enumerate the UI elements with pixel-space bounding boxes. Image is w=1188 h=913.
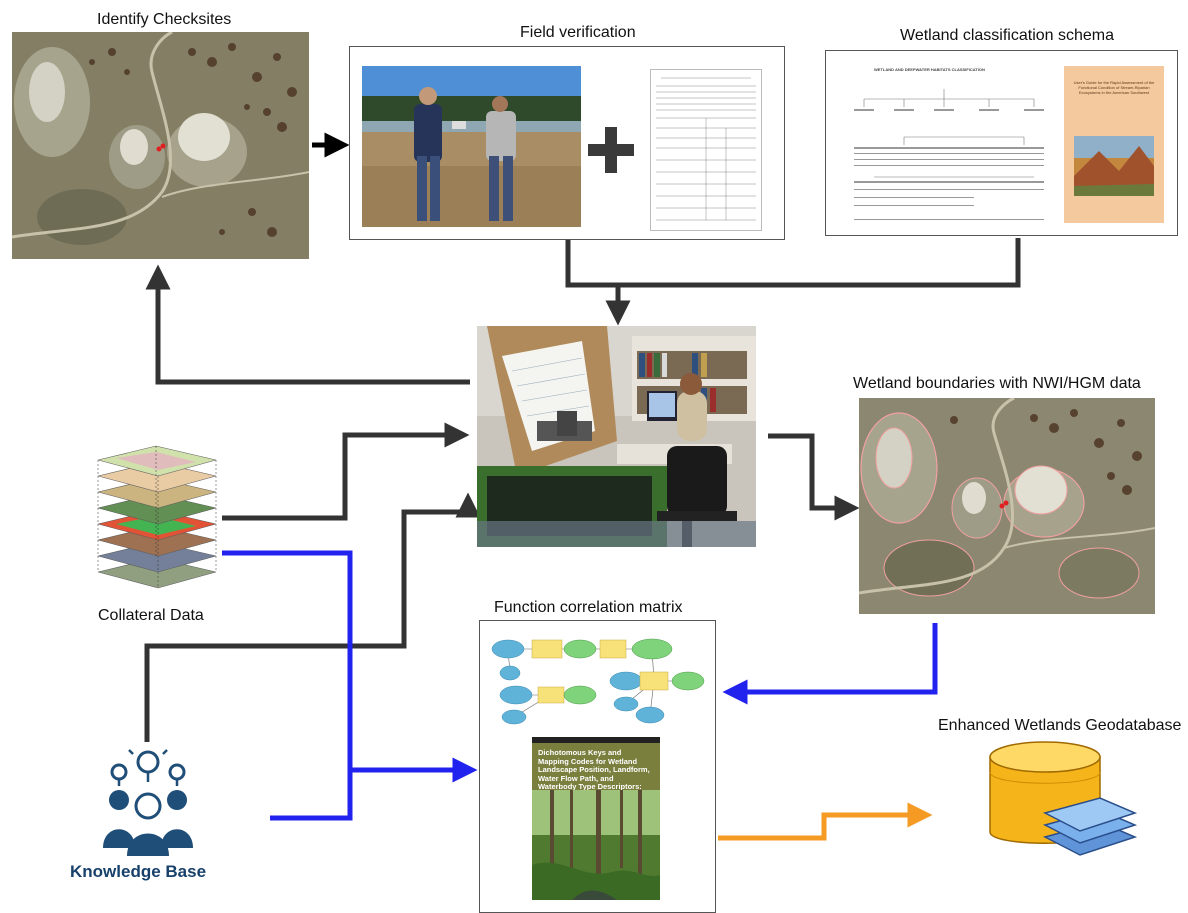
arrow-boundaries-to-matrix [722, 623, 938, 705]
wetland-boundaries-map [859, 398, 1155, 614]
arrow-field-to-merge [565, 240, 618, 288]
layers-icon [96, 440, 220, 590]
label-wetland-boundaries: Wetland boundaries with NWI/HGM data [853, 375, 1141, 392]
label-field-verification: Field verification [520, 24, 636, 41]
knowledge-base-icon [103, 748, 193, 858]
label-identify-checksites: Identify Checksites [97, 11, 232, 28]
plus-icon [588, 127, 634, 173]
label-knowledge-base: Knowledge Base [70, 862, 207, 881]
correlation-network-diagram [488, 629, 708, 731]
label-function-correlation-matrix: Function correlation matrix [494, 599, 683, 616]
arrow-matrix-to-geodatabase [718, 802, 933, 841]
user-guide-cover: User's Guide for the Rapid Assessment of… [1064, 66, 1164, 223]
classification-chart-document: WETLAND AND DEEPWATER HABITATS CLASSIFIC… [844, 59, 1054, 227]
arrow-workstation-to-boundaries [768, 433, 860, 521]
digitizing-workstation-photo [477, 326, 756, 547]
user-guide-cover-title: User's Guide for the Rapid Assessment of… [1073, 80, 1155, 95]
database-icon [985, 737, 1145, 877]
aerial-checksites-image [12, 32, 309, 259]
label-wetland-classification-schema: Wetland classification schema [900, 27, 1115, 44]
function-matrix-panel: Dichotomous Keys and Mapping Codes for W… [479, 620, 716, 913]
label-enhanced-wetlands-geodatabase: Enhanced Wetlands Geodatabase [938, 717, 1182, 734]
label-collateral-data: Collateral Data [98, 607, 204, 624]
arrow-workstation-to-checksites [145, 264, 470, 385]
arrow-collateral-to-matrix [222, 550, 478, 783]
arrow-kb-to-matrix [270, 768, 353, 821]
field-photo [362, 66, 581, 227]
classification-schema-panel: WETLAND AND DEEPWATER HABITATS CLASSIFIC… [825, 50, 1178, 236]
field-verification-panel [349, 46, 785, 240]
arrow-kb-to-workstation [144, 492, 481, 742]
field-form-document [650, 69, 762, 231]
dichotomous-keys-cover: Dichotomous Keys and Mapping Codes for W… [532, 737, 660, 900]
arrow-schema-to-merge [618, 238, 1021, 288]
schema-doc-title: WETLAND AND DEEPWATER HABITATS CLASSIFIC… [874, 67, 985, 72]
arrow-collateral-to-workstation [222, 422, 470, 521]
